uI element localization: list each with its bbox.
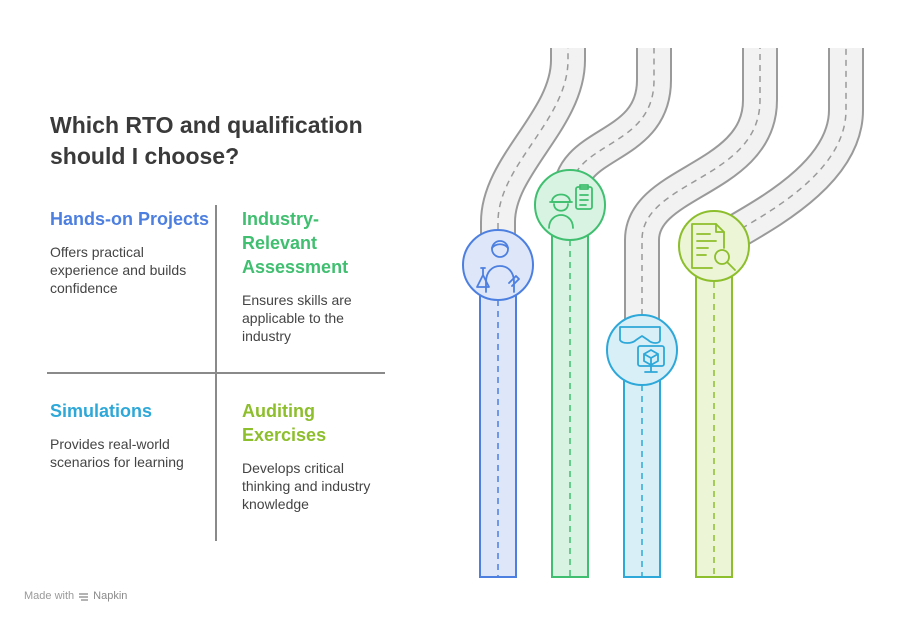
- quadrant-hands-on-projects: Hands-on Projects Offers practical exper…: [50, 207, 210, 297]
- road-1-curve: [480, 48, 586, 262]
- engineer-clipboard-icon: [534, 169, 606, 241]
- quadrant-industry-relevant-assessment: Industry-Relevant Assessment Ensures ski…: [242, 207, 392, 345]
- quadrant-description: Provides real-world scenarios for learni…: [50, 436, 184, 470]
- quadrant-description: Ensures skills are applicable to the ind…: [242, 292, 352, 344]
- road-3-curve: [624, 48, 778, 348]
- quadrant-title: Industry-Relevant Assessment: [242, 209, 349, 277]
- quadrant-title: Simulations: [50, 401, 153, 421]
- quadrant-title: Auditing Exercises: [242, 401, 327, 445]
- quadrant-simulations: Simulations Provides real-world scenario…: [50, 399, 210, 471]
- lane-green: [551, 204, 589, 578]
- quadrant-description: Develops critical thinking and industry …: [242, 460, 371, 512]
- horizontal-divider: [47, 372, 385, 374]
- page-title: Which RTO and qualification should I cho…: [50, 112, 363, 169]
- document-magnifier-icon: [678, 210, 750, 282]
- quadrant-description: Offers practical experience and builds c…: [50, 244, 187, 296]
- quadrant-auditing-exercises: Auditing Exercises Develops critical thi…: [242, 399, 392, 513]
- scientist-flask-icon: [462, 229, 534, 301]
- footer-brand: Napkin: [93, 590, 128, 602]
- lane-cyan: [623, 347, 661, 578]
- footer-credit: Made with Napkin: [24, 590, 127, 602]
- quadrant-title: Hands-on Projects: [50, 209, 210, 229]
- lane-blue: [479, 261, 517, 578]
- footer-made-with: Made with: [24, 590, 75, 602]
- lane-lime: [695, 245, 733, 578]
- napkin-logo-icon: [79, 592, 89, 601]
- vr-headset-cube-icon: [606, 314, 678, 386]
